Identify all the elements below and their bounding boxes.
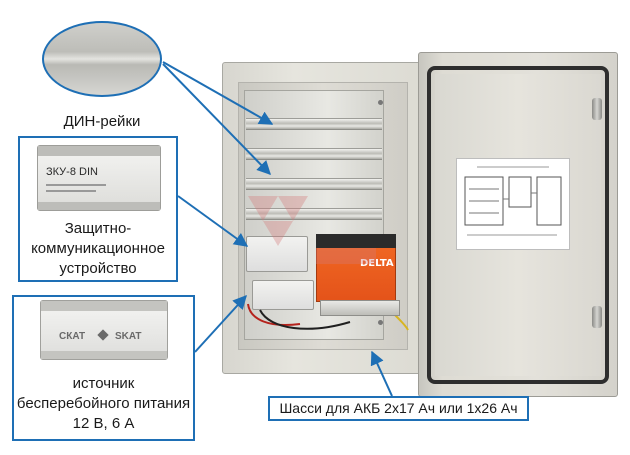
door-lock-icon — [592, 306, 602, 328]
ups-device-image: СКАТ SKAT — [40, 300, 168, 360]
din-rail — [246, 118, 382, 130]
protection-label-line1: Защитно- — [64, 220, 132, 237]
din-rail-zoom — [42, 21, 162, 97]
chassis-label: Шасси для АКБ 2х17 Ач или 1х26 Ач — [279, 400, 518, 416]
door-lock-icon — [592, 98, 602, 120]
arrow-din-rail-1 — [162, 61, 274, 125]
din-rail — [246, 208, 382, 220]
zku-device-image: ЗКУ-8 DIN — [37, 145, 161, 211]
cabinet-ups-device — [252, 280, 314, 310]
ups-brand-left: СКАТ — [59, 331, 86, 342]
zku-model-label: ЗКУ-8 DIN — [46, 166, 98, 178]
ups-label: источник бесперебойного питания 12 В, 6 … — [14, 374, 193, 434]
watermark-logo — [248, 196, 376, 264]
screw-icon — [378, 320, 383, 325]
din-rails-label: ДИН-рейки — [63, 113, 141, 130]
din-rail — [246, 178, 382, 190]
arrow-protection — [177, 195, 249, 247]
ups-label-line2: бесперебойного питания — [16, 395, 191, 412]
arrow-din-rail-2 — [162, 63, 271, 176]
cabinet-protection-device — [246, 236, 308, 272]
arrow-chassis — [370, 350, 393, 397]
battery-brand: DELTA — [360, 258, 394, 269]
battery-top — [316, 234, 396, 248]
battery-chassis — [320, 300, 400, 316]
din-rail — [246, 148, 382, 160]
ups-label-line3: 12 В, 6 А — [72, 415, 135, 432]
protection-label-line2: коммуникационное — [31, 240, 165, 257]
wiring-schema-sheet — [456, 158, 570, 250]
arrow-ups — [194, 294, 247, 353]
screw-icon — [378, 100, 383, 105]
door-seal — [427, 66, 609, 384]
protection-label-line3: устройство — [59, 260, 137, 277]
ups-brand-right: SKAT — [115, 331, 142, 342]
ups-label-line1: источник — [72, 375, 135, 392]
protection-device-label: Защитно- коммуникационное устройство — [20, 219, 176, 279]
chassis-callout — [268, 396, 529, 421]
